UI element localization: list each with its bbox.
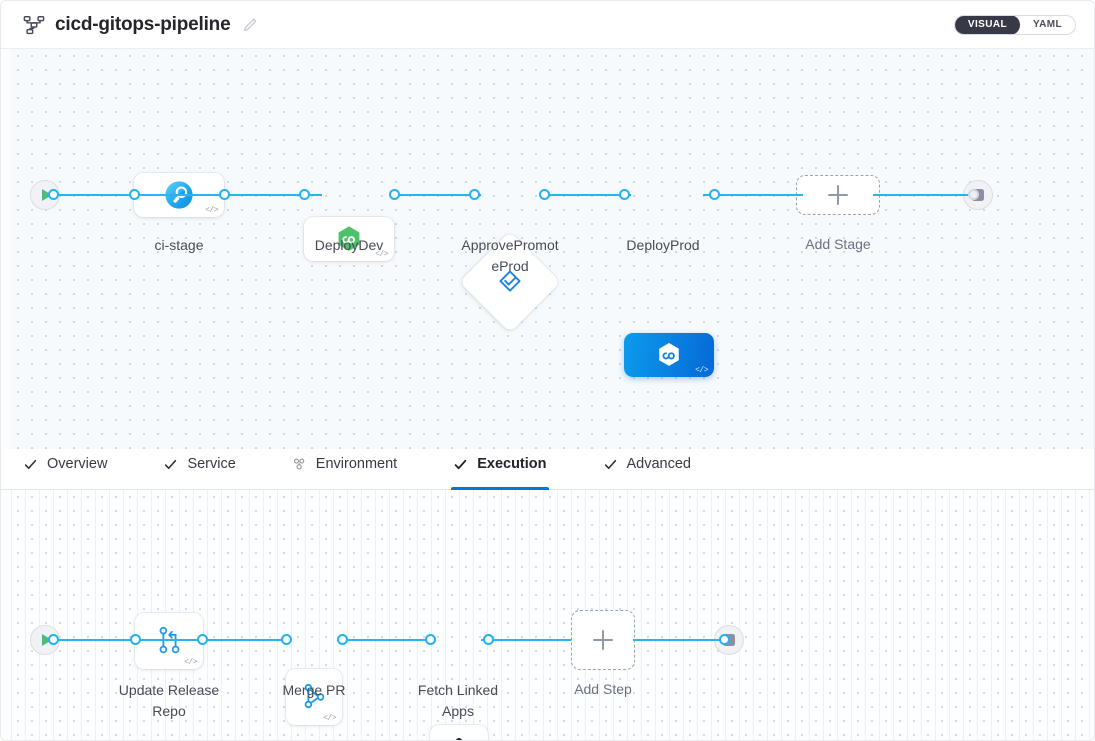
add-step-button[interactable] <box>571 610 635 670</box>
stage-label-deploydev: DeployDev <box>314 237 384 253</box>
step-wire-4 <box>481 639 571 642</box>
stage-node-deployprod[interactable]: </> <box>624 333 714 377</box>
step-wire-1 <box>141 639 211 642</box>
step-port-fetch-in[interactable] <box>425 634 436 645</box>
code-badge: </> <box>184 658 197 667</box>
stage-port-end[interactable] <box>968 189 979 200</box>
tab-label: Overview <box>47 456 108 472</box>
stage-port-prod-in[interactable] <box>619 189 630 200</box>
stage-wire-1 <box>141 194 236 197</box>
stage-port-ci-in[interactable] <box>129 189 140 200</box>
git-branch-icon <box>304 683 325 709</box>
header-bar: cicd-gitops-pipeline VISUAL YAML <box>1 1 1094 49</box>
step-port-update-in[interactable] <box>130 634 141 645</box>
stage-node-deploydev[interactable]: </> <box>304 217 394 261</box>
tab-environment[interactable]: Environment <box>292 449 415 489</box>
stage-wire-4 <box>541 194 631 197</box>
tab-label: Environment <box>315 456 398 472</box>
code-badge: </> <box>695 366 708 375</box>
step-label-merge-pr: Merge PR <box>282 682 346 698</box>
tab-execution[interactable]: Execution <box>451 449 564 490</box>
code-badge: </> <box>205 206 218 215</box>
play-icon <box>41 634 52 646</box>
stage-canvas-left-gutter <box>1 49 11 449</box>
step-wire-5 <box>633 639 728 642</box>
code-badge: </> <box>323 714 336 723</box>
step-port-update-out[interactable] <box>197 634 208 645</box>
step-wire-2 <box>201 639 291 642</box>
stage-label-approvepromoteprod: ApprovePromot eProd <box>461 237 559 274</box>
tab-label: Execution <box>477 456 547 472</box>
step-port-fetch-out[interactable] <box>483 634 494 645</box>
white-hexagon-icon <box>659 343 679 366</box>
check-icon <box>163 457 178 472</box>
toggle-option-yaml[interactable]: YAML <box>1032 18 1062 30</box>
stage-wire-3 <box>391 194 481 197</box>
plus-icon <box>828 185 848 205</box>
stage-port-ci-out[interactable] <box>219 189 230 200</box>
step-port-merge-out[interactable] <box>337 634 348 645</box>
code-badge: </> <box>375 250 388 259</box>
stage-label-ci-stage: ci-stage <box>154 237 204 253</box>
stage-wire-2 <box>227 194 322 197</box>
step-port-merge-in[interactable] <box>281 634 292 645</box>
step-node-merge-pr[interactable]: </> <box>286 669 342 725</box>
stage-node-approvepromoteprod[interactable] <box>459 231 561 333</box>
add-step-label: Add Step <box>574 681 632 697</box>
step-canvas[interactable] <box>11 490 1094 740</box>
step-label-fetch-linked-apps: Fetch Linked Apps <box>417 682 499 719</box>
add-stage-label: Add Stage <box>805 236 871 252</box>
toggle-option-visual[interactable]: VISUAL <box>954 15 1020 34</box>
stage-port-approve-out[interactable] <box>539 189 550 200</box>
tab-label: Advanced <box>626 456 692 472</box>
check-icon <box>603 457 618 472</box>
play-icon <box>41 189 52 201</box>
stage-port-start[interactable] <box>48 189 59 200</box>
step-wire-3 <box>341 639 436 642</box>
stage-port-approve-in[interactable] <box>469 189 480 200</box>
stage-label-deployprod: DeployProd <box>626 237 700 253</box>
tab-advanced[interactable]: Advanced <box>603 449 710 489</box>
pencil-icon[interactable] <box>242 17 258 33</box>
page-title: cicd-gitops-pipeline <box>55 13 231 35</box>
approval-diamond-icon <box>474 246 546 318</box>
step-node-fetch-linked-apps[interactable]: </> <box>430 725 488 740</box>
environment-icon <box>292 457 307 472</box>
step-start-node[interactable] <box>30 625 60 655</box>
stage-wire-6 <box>873 194 973 197</box>
argocd-icon <box>456 738 462 740</box>
step-label-update-release-repo: Update Release Repo <box>118 682 220 719</box>
tab-bar: Overview Service Environment Execution <box>1 449 1094 490</box>
plus-icon <box>593 630 613 650</box>
check-icon <box>453 457 468 472</box>
pipeline-nodes-icon <box>23 14 45 36</box>
step-canvas-left-gutter <box>1 490 11 740</box>
check-icon <box>23 457 38 472</box>
tab-label: Service <box>187 456 236 472</box>
stage-port-dev-out[interactable] <box>389 189 400 200</box>
stage-port-dev-in[interactable] <box>299 189 310 200</box>
green-hexagon-icon <box>338 226 360 251</box>
step-wire-0 <box>53 639 145 642</box>
start-node-circle[interactable] <box>30 625 60 655</box>
view-mode-toggle[interactable]: VISUAL YAML <box>953 14 1076 35</box>
tab-service[interactable]: Service <box>163 449 253 489</box>
step-port-end[interactable] <box>719 634 730 645</box>
step-port-start[interactable] <box>48 634 59 645</box>
stage-wire-0 <box>53 194 145 197</box>
stage-canvas[interactable] <box>11 49 1094 449</box>
tab-overview[interactable]: Overview <box>23 449 125 489</box>
stage-wire-5 <box>703 194 803 197</box>
stage-port-prod-out[interactable] <box>709 189 720 200</box>
